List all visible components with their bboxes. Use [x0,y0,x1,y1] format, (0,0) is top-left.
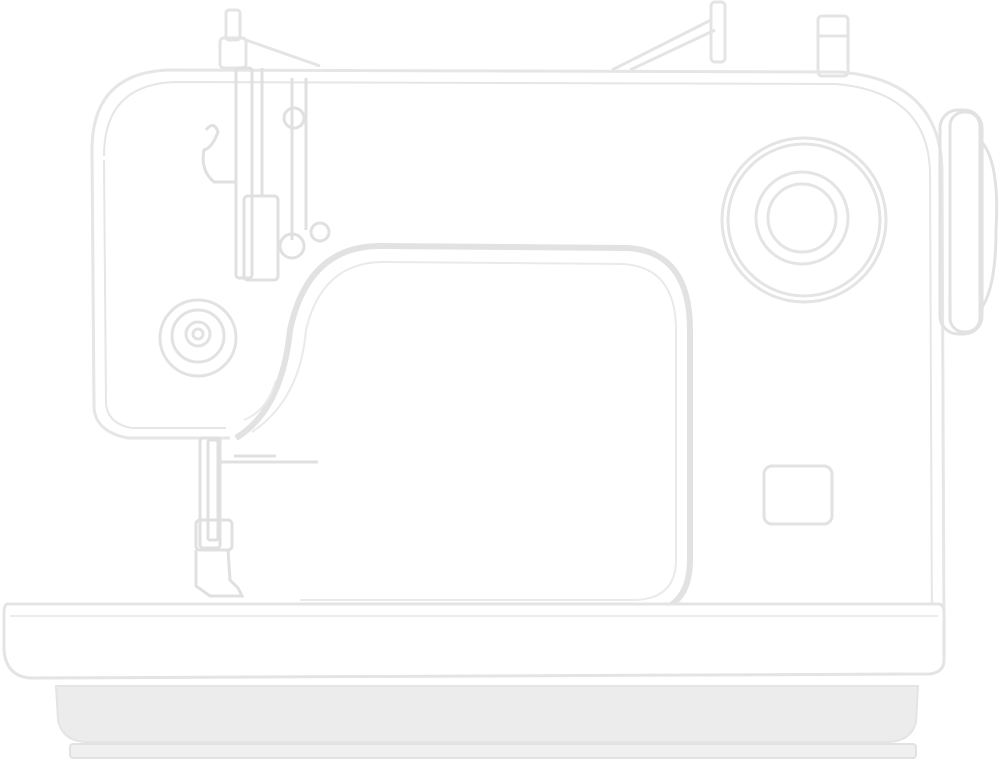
machine-body [60,68,946,674]
tension-dial [158,298,238,378]
reverse-button [762,464,834,526]
thread-takeup [201,66,331,282]
machine-base [54,685,920,759]
machine-bed [2,602,946,680]
arm-opening [234,243,693,617]
right-spool-pin [816,14,850,78]
needle-assembly [194,436,318,606]
stitch-selector-dial [720,136,888,304]
handwheel [938,108,999,336]
thread-guide-arm [611,0,727,72]
left-spool-pin [218,8,321,70]
